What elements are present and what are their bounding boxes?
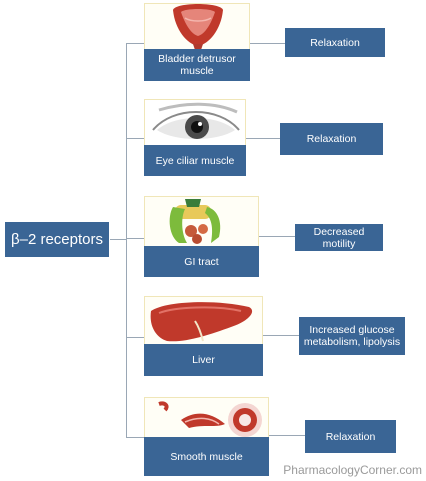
branch-line-liver: [126, 337, 144, 338]
gi-effect-label: Decreased motility: [313, 225, 365, 250]
smooth-muscle-effect-label: Relaxation: [325, 430, 376, 443]
branch-line-bladder: [126, 43, 144, 44]
effect-line-bladder: [249, 43, 285, 44]
beta2-receptors-box: β–2 receptors: [5, 222, 109, 257]
branch-line-eye: [126, 138, 144, 139]
bladder-effect-box: Relaxation: [285, 28, 385, 57]
gi-organ-label: GI tract: [184, 255, 219, 268]
smooth-muscle-image: [144, 397, 269, 437]
bladder-organ-label: Bladder detrusor muscle: [158, 53, 236, 77]
liver-effect-label: Increased glucose metabolism, lipolysis: [303, 324, 401, 348]
gi-tract-image: [144, 196, 259, 246]
bladder-effect-label: Relaxation: [310, 36, 360, 49]
liver-organ-label: Liver: [192, 354, 215, 366]
smooth-muscle-effect-box: Relaxation: [305, 420, 396, 453]
eye-organ-box: Eye ciliar muscle: [144, 145, 246, 176]
effect-line-liver: [263, 335, 299, 336]
eye-effect-box: Relaxation: [280, 123, 383, 155]
bladder-organ-box: Bladder detrusor muscle: [144, 49, 250, 81]
trunk-line: [126, 43, 127, 437]
liver-effect-box: Increased glucose metabolism, lipolysis: [299, 317, 405, 355]
smooth-muscle-organ-label: Smooth muscle: [170, 450, 243, 463]
eye-image: [144, 99, 246, 145]
eye-organ-label: Eye ciliar muscle: [155, 154, 235, 167]
beta2-receptors-label: β–2 receptors: [10, 230, 103, 248]
root-connector: [110, 239, 127, 240]
effect-line-smooth: [269, 435, 305, 436]
liver-organ-box: Liver: [144, 344, 263, 376]
gi-effect-box: Decreased motility: [295, 224, 383, 251]
eye-effect-label: Relaxation: [306, 133, 357, 145]
effect-line-eye: [246, 138, 280, 139]
branch-line-smooth: [126, 437, 144, 438]
effect-line-gi: [259, 236, 295, 237]
smooth-muscle-organ-box: Smooth muscle: [144, 437, 269, 476]
bladder-image: [144, 3, 250, 49]
gi-organ-box: GI tract: [144, 246, 259, 277]
watermark: PharmacologyCorner.com: [283, 463, 422, 477]
branch-line-gi: [126, 238, 144, 239]
liver-image: [144, 296, 263, 344]
